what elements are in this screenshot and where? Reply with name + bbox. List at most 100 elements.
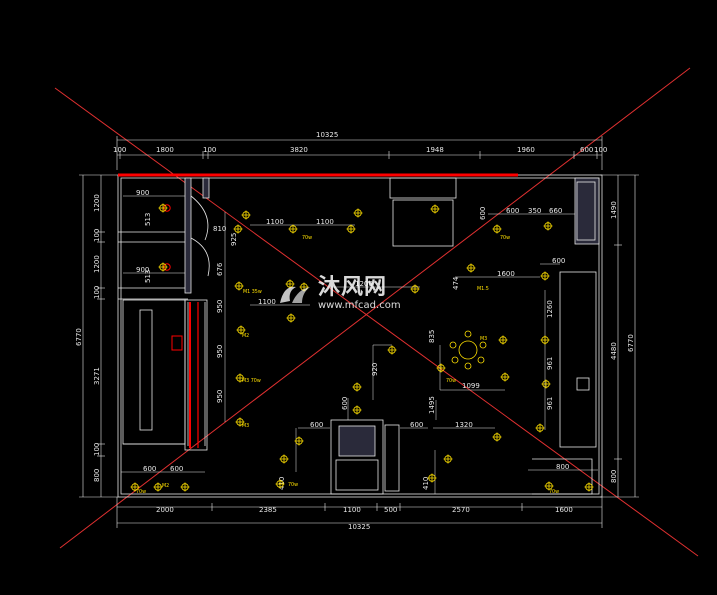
dimension-label: M2: [242, 333, 249, 339]
ceiling-light-icon: [241, 210, 251, 220]
dim-top-seg: 100: [203, 146, 216, 154]
ceiling-light-icon: [275, 479, 285, 489]
fixture-labels: M1 35w 70w M2 M3 70w M3 M1.5 70w M2 70w …: [136, 235, 559, 495]
dimension-label: 600: [143, 465, 156, 473]
cross-line-a: [54, 87, 699, 557]
dimension-label: 835: [428, 330, 436, 343]
dimension-label: 810: [213, 225, 226, 233]
dimension-label: 410: [422, 477, 430, 490]
dimension-label: 70w: [136, 489, 146, 495]
dim-right-seg: 4480: [610, 342, 618, 360]
dim-top-seg: 100: [113, 146, 126, 154]
dimension-label: 920: [371, 363, 379, 376]
ceiling-light-icon: [430, 204, 440, 214]
ceiling-light-icon: [234, 281, 244, 291]
dimension-label: 800: [556, 463, 569, 471]
ceiling-light-icon: [410, 284, 420, 294]
dimension-label: 1600: [497, 270, 515, 278]
ceiling-light-icon: [294, 436, 304, 446]
ceiling-light-icon: [236, 325, 246, 335]
ceiling-light-icon: [288, 224, 298, 234]
dim-bottom-seg: 2000: [156, 506, 174, 514]
ceiling-light-icon: [180, 482, 190, 492]
dimension-label: 660: [549, 207, 562, 215]
dimension-label: M1.5: [477, 286, 489, 292]
dimension-label: 70w: [549, 489, 559, 495]
watermark-url: www.mfcad.com: [318, 300, 401, 311]
watermark-logo-icon: [280, 286, 310, 303]
ceiling-light-icon: [286, 313, 296, 323]
dimension-label: 961: [546, 357, 554, 370]
dim-right-total: 6770: [627, 334, 635, 352]
cross-line-b: [59, 67, 691, 549]
dimension-label: 1099: [462, 382, 480, 390]
dimension-label: 950: [216, 300, 224, 313]
dimension-label: 600: [410, 421, 423, 429]
dimension-label: 70w: [302, 235, 312, 241]
ceiling-light-icon: [352, 405, 362, 415]
dimension-label: 600: [170, 465, 183, 473]
round-table-icon: [449, 330, 487, 370]
cross-out-lines: [54, 67, 699, 557]
dimension-label: 925: [230, 233, 238, 246]
dimension-label: 600: [479, 207, 487, 220]
ceiling-light-icon: [346, 224, 356, 234]
dim-bottom-seg: 500: [384, 506, 397, 514]
ceiling-light-icon: [500, 372, 510, 382]
dimension-label: M3 70w: [242, 378, 261, 384]
dimension-label: 1100: [316, 218, 334, 226]
dimension-label: 676: [216, 262, 224, 276]
watermark-title: 沐风网: [318, 275, 388, 300]
dim-bottom-seg: 1600: [555, 506, 573, 514]
dimension-label: 1200: [355, 280, 373, 288]
dimension-label: 513: [144, 270, 152, 283]
red-highlights: [118, 173, 518, 448]
dimension-label: M3: [480, 336, 487, 342]
dimension-label: 961: [546, 397, 554, 410]
ceiling-light-icon: [158, 262, 168, 272]
dim-top-seg: 1800: [156, 146, 174, 154]
ceiling-light-icon: [130, 482, 140, 492]
ceiling-light-icon: [353, 208, 363, 218]
dimension-label: M1 35w: [243, 289, 262, 295]
dim-top-seg: 3820: [290, 146, 308, 154]
dimension-label: 600: [506, 207, 519, 215]
dimension-label: 1100: [258, 298, 276, 306]
dim-left-seg: 100: [93, 286, 101, 299]
right-dimensions: [600, 174, 639, 498]
dimension-label: 474: [452, 276, 460, 290]
ceiling-light-icon: [153, 482, 163, 492]
dimension-label: 1320: [455, 421, 473, 429]
dimension-label: 70w: [446, 378, 456, 384]
dim-bottom-seg: 2570: [452, 506, 470, 514]
dimension-label: 410: [278, 477, 286, 490]
dim-left-total: 6770: [75, 328, 83, 346]
watermark: 沐风网 www.mfcad.com: [278, 276, 401, 311]
dimension-label: 600: [552, 257, 565, 265]
dimension-label: M3: [242, 423, 249, 429]
dimension-label: 1100: [266, 218, 284, 226]
ceiling-light-icon: [544, 481, 554, 491]
fixtures: [130, 203, 594, 492]
ceiling-light-icon: [443, 454, 453, 464]
dimension-label: 600: [341, 397, 349, 410]
dim-left-seg: 800: [93, 469, 101, 482]
dimension-label: M2: [162, 483, 169, 489]
ceiling-light-icon: [158, 203, 168, 213]
dimension-label: 1260: [546, 300, 554, 318]
interior-dimension-lines: [121, 195, 598, 494]
ceiling-light-icon: [352, 382, 362, 392]
dim-left-seg: 1200: [93, 255, 101, 273]
dim-bottom-total: 10325: [348, 523, 370, 531]
dimension-label: 950: [216, 390, 224, 403]
dimension-label: 70w: [288, 482, 298, 488]
ceiling-light-icon: [279, 454, 289, 464]
dimension-label: 350: [528, 207, 541, 215]
dimension-label: 900: [136, 266, 149, 274]
ceiling-light-icon: [427, 473, 437, 483]
ceiling-light-icon: [540, 271, 550, 281]
display-box: [330, 419, 384, 495]
ceiling-light-icon: [466, 263, 476, 273]
dimension-label: 70w: [500, 235, 510, 241]
